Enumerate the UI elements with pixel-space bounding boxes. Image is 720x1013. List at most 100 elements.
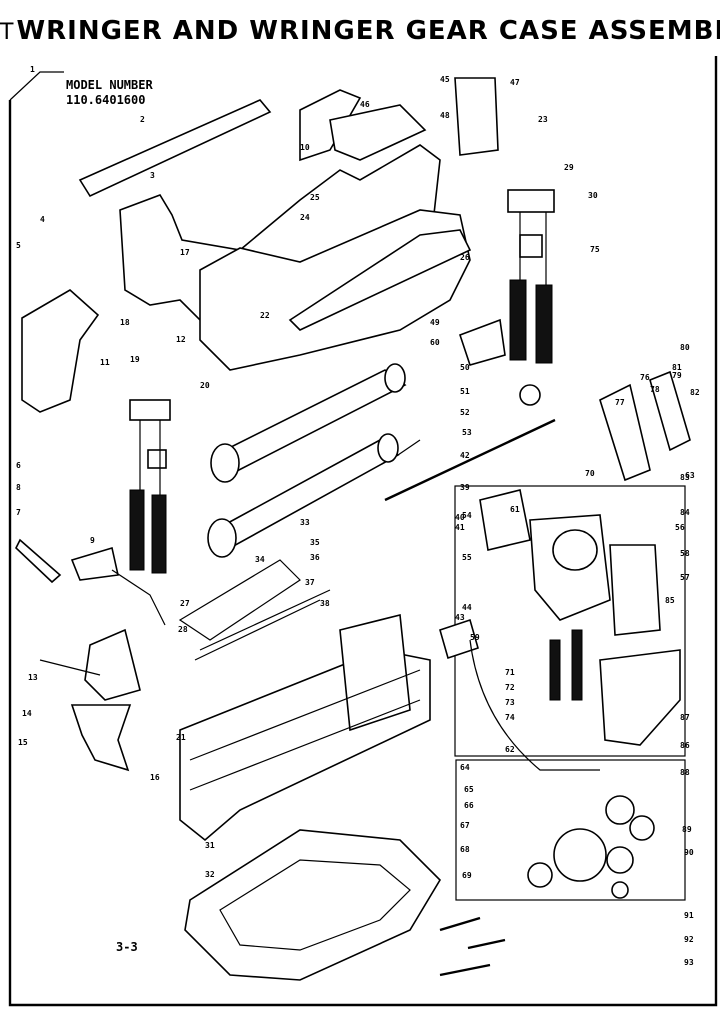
callout-31: 31	[205, 841, 215, 850]
lever-76	[599, 649, 681, 746]
callout-30: 30	[588, 191, 598, 200]
page-code: 3-3	[116, 940, 138, 954]
callout-29: 29	[564, 163, 574, 172]
callout-44: 44	[462, 603, 472, 612]
callout-91: 91	[684, 911, 694, 920]
callout-numbers: 1234567891011121314151617181920212223242…	[16, 65, 700, 967]
callout-86: 86	[680, 741, 690, 750]
callout-89: 89	[682, 825, 692, 834]
lever-77	[599, 383, 651, 482]
base-rails	[189, 669, 421, 791]
block-8	[70, 546, 119, 581]
frame-corner	[9, 71, 64, 101]
callout-63: 63	[685, 471, 695, 480]
callout-68: 68	[460, 845, 470, 854]
screw-91	[439, 916, 481, 932]
rail-28	[178, 559, 301, 641]
model-number: 110.6401600	[66, 93, 146, 107]
callout-73: 73	[505, 698, 515, 707]
callout-43: 43	[455, 613, 465, 622]
model-block: MODEL NUMBER 110.6401600	[66, 78, 153, 108]
callout-85: 85	[665, 596, 675, 605]
callout-11: 11	[100, 358, 110, 367]
gasket-63	[479, 489, 531, 551]
callout-58: 58	[680, 549, 690, 558]
callout-2: 2	[140, 115, 145, 124]
callout-81: 81	[672, 363, 682, 372]
callout-4: 4	[40, 215, 45, 224]
rod-13	[39, 659, 101, 676]
callout-50: 50	[460, 363, 470, 372]
callout-59: 59	[470, 633, 480, 642]
callout-79: 79	[672, 371, 682, 380]
callout-69: 69	[462, 871, 472, 880]
title-mark: T	[0, 20, 15, 45]
callout-74: 74	[505, 713, 515, 722]
callout-52: 52	[460, 408, 470, 417]
lever-6	[15, 538, 62, 584]
callout-9: 9	[90, 536, 95, 545]
gear-parts-box	[455, 759, 686, 901]
gear-69	[629, 815, 655, 841]
callout-71: 71	[505, 668, 515, 677]
callout-46: 46	[360, 100, 370, 109]
cable-loop	[469, 639, 600, 771]
callout-65: 65	[464, 785, 474, 794]
knob-49	[519, 384, 541, 406]
callout-83: 83	[680, 473, 690, 482]
callout-25: 25	[310, 193, 320, 202]
callout-16: 16	[150, 773, 160, 782]
callout-60: 60	[430, 338, 440, 347]
callout-51: 51	[460, 387, 470, 396]
callout-70: 70	[585, 469, 595, 478]
gear-86	[606, 846, 634, 874]
callout-72: 72	[505, 683, 515, 692]
left-spring-assembly	[129, 399, 171, 574]
callout-66: 66	[464, 801, 474, 810]
callout-39: 39	[460, 483, 470, 492]
screw-93	[439, 963, 491, 977]
callout-78: 78	[650, 385, 660, 394]
drainboard-rim	[219, 859, 411, 951]
callout-82: 82	[690, 388, 700, 397]
left-cover-5	[21, 289, 100, 413]
callout-49: 49	[430, 318, 440, 327]
callout-19: 19	[130, 355, 140, 364]
callout-24: 24	[300, 213, 310, 222]
bracket-47	[454, 77, 499, 156]
callout-1: 1	[30, 65, 35, 74]
callout-62: 62	[505, 745, 515, 754]
callout-15: 15	[18, 738, 28, 747]
link-rod	[111, 569, 166, 626]
callout-32: 32	[205, 870, 215, 879]
release-bar	[329, 104, 427, 161]
gear-65	[605, 795, 635, 825]
callout-27: 27	[180, 599, 190, 608]
callout-76: 76	[640, 373, 650, 382]
title-text: WRINGER AND WRINGER GEAR CASE ASSEMBLY	[16, 16, 720, 46]
callout-67: 67	[460, 821, 470, 830]
screw-92	[467, 938, 506, 950]
callout-22: 22	[260, 311, 270, 320]
drive-shaft	[384, 418, 556, 502]
washer-68	[527, 862, 553, 888]
callout-41: 41	[455, 523, 465, 532]
callout-61: 61	[510, 505, 520, 514]
callout-93: 93	[684, 958, 694, 967]
upper-roller	[210, 363, 407, 483]
callout-87: 87	[680, 713, 690, 722]
callout-42: 42	[460, 451, 470, 460]
model-label: MODEL NUMBER	[66, 78, 153, 92]
callout-45: 45	[440, 75, 450, 84]
bracket-16	[70, 704, 132, 772]
callout-20: 20	[200, 381, 210, 390]
callout-28: 28	[178, 625, 188, 634]
callout-17: 17	[180, 248, 190, 257]
callout-7: 7	[16, 508, 21, 517]
callout-5: 5	[16, 241, 21, 250]
callout-13: 13	[28, 673, 38, 682]
callout-10: 10	[300, 143, 310, 152]
callout-92: 92	[684, 935, 694, 944]
top-strip-2	[78, 99, 272, 198]
